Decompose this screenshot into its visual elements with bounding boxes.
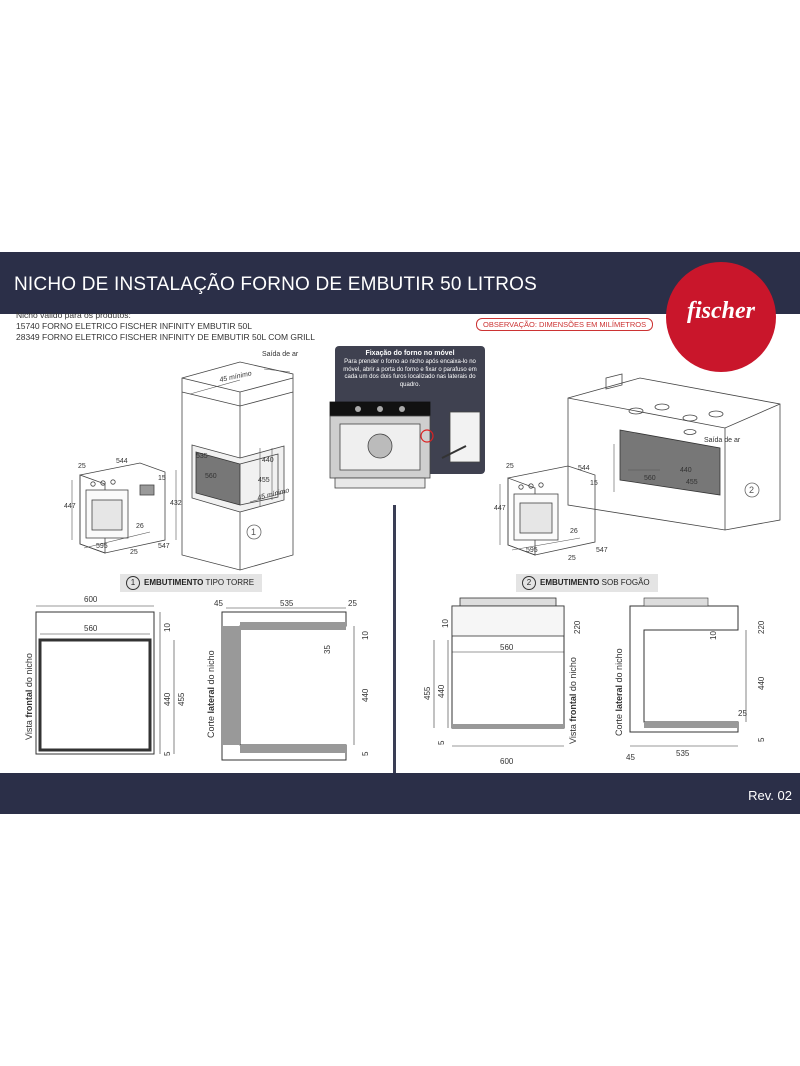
dim-stove-niche: 440 (680, 467, 692, 474)
dim-stove-oven: 26 (570, 528, 578, 535)
badge-stove-3d: 2 (749, 485, 754, 495)
dim-stove-oven: 447 (494, 505, 506, 512)
dim-sside-5: 5 (757, 737, 766, 742)
dim-front-10: 10 (163, 623, 172, 632)
tower-front-view (35, 605, 175, 755)
stove-front-label: Vista frontal do nicho (568, 657, 578, 744)
dim-side-35: 35 (323, 645, 332, 654)
observation-badge: OBSERVAÇÃO: DIMENSÕES EM MILÍMETROS (476, 318, 654, 331)
dim-sside-10: 10 (709, 631, 718, 640)
page-title: NICHO DE INSTALAÇÃO FORNO DE EMBUTIR 50 … (14, 274, 537, 295)
dim-front-560: 560 (84, 624, 98, 633)
dim-front-600: 600 (84, 595, 98, 604)
section-number: 2 (522, 576, 536, 590)
dim-sfront-10: 10 (441, 619, 450, 628)
brand-wordmark: fischer (687, 298, 755, 324)
product-line: 28349 FORNO ELETRICO FISCHER INFINITY DE… (16, 332, 315, 342)
dim-sfront-455: 455 (423, 686, 432, 700)
tower-side-label: Corte lateral do nicho (206, 650, 216, 738)
dim-tower-oven: 447 (64, 503, 76, 510)
callout-title: Fixação do forno no móvel (365, 350, 455, 357)
dim-tower-oven: 547 (158, 543, 170, 550)
dim-tower-niche: 432 (170, 500, 182, 507)
fischer-logo: fischer (666, 262, 776, 372)
instruction-sheet (0, 252, 800, 814)
stove-cabinet-drawing (567, 373, 781, 531)
callout-body: Para prender o forno ao nicho após encai… (343, 359, 477, 388)
footer-band (0, 773, 800, 814)
dim-tower-oven: 544 (116, 458, 128, 465)
air-label-stove: Saída de ar (704, 437, 741, 444)
tower-front-label: Vista frontal do nicho (24, 653, 34, 740)
dim-sside-25: 25 (738, 709, 747, 718)
dim-sfront-600: 600 (500, 757, 514, 766)
dim-side-535: 535 (280, 599, 294, 608)
stove-side-view (629, 597, 747, 747)
dim-front-440: 440 (163, 692, 172, 706)
dim-front-5: 5 (163, 751, 172, 756)
section-number: 1 (126, 576, 140, 590)
dim-stove-oven: 547 (596, 547, 608, 554)
dim-side-25: 25 (348, 599, 357, 608)
dim-tower-niche: 560 (205, 473, 217, 480)
center-divider (393, 505, 396, 773)
min-top-label: 45 mínimo (219, 370, 253, 384)
dim-stove-oven: 25 (568, 555, 576, 562)
dim-tower-oven: 595 (96, 543, 108, 550)
dim-stove-oven: 544 (578, 465, 590, 472)
stove-front-view (433, 597, 565, 747)
dim-stove-niche: 455 (686, 479, 698, 486)
dim-side-440: 440 (361, 688, 370, 702)
stove-side-label: Corte lateral do nicho (614, 648, 624, 736)
dim-sfront-5: 5 (437, 740, 446, 745)
dim-stove-oven: 595 (526, 547, 538, 554)
stove-oven-drawing (507, 465, 596, 556)
dim-sside-440: 440 (757, 676, 766, 690)
dim-tower-niche: 535 (196, 453, 208, 460)
dim-sside-45: 45 (626, 753, 635, 762)
product-line: 15740 FORNO ELETRICO FISCHER INFINITY EM… (16, 321, 253, 331)
dim-sfront-220: 220 (573, 620, 582, 634)
dim-stove-niche: 560 (644, 475, 656, 482)
tower-cabinet-drawing (181, 361, 294, 571)
dim-tower-niche: 440 (262, 457, 274, 464)
callout-oven-image (329, 401, 481, 489)
intro-line: Nicho válido para os produtos: (16, 310, 131, 320)
badge-tower-3d: 1 (251, 527, 256, 537)
dim-side-5: 5 (361, 751, 370, 756)
dim-tower-oven: 25 (130, 549, 138, 556)
dim-stove-oven: 15 (590, 480, 598, 487)
air-label-tower: Saída de ar (262, 351, 299, 358)
product-list: Nicho válido para os produtos: 15740 FOR… (16, 310, 315, 343)
dim-tower-oven: 15 (158, 475, 166, 482)
tower-oven-drawing (79, 462, 166, 554)
dim-tower-oven: 25 (78, 463, 86, 470)
dim-sfront-560: 560 (500, 643, 514, 652)
dim-sside-535: 535 (676, 749, 690, 758)
revision-label: Rev. 02 (748, 788, 792, 803)
dim-sfront-440: 440 (437, 684, 446, 698)
dim-front-455: 455 (177, 692, 186, 706)
dim-tower-oven: 26 (136, 523, 144, 530)
dim-sside-220: 220 (757, 620, 766, 634)
dim-side-10: 10 (361, 631, 370, 640)
dim-stove-oven: 25 (506, 463, 514, 470)
dim-tower-niche: 455 (258, 477, 270, 484)
tower-side-view (221, 607, 355, 761)
dim-side-45: 45 (214, 599, 223, 608)
